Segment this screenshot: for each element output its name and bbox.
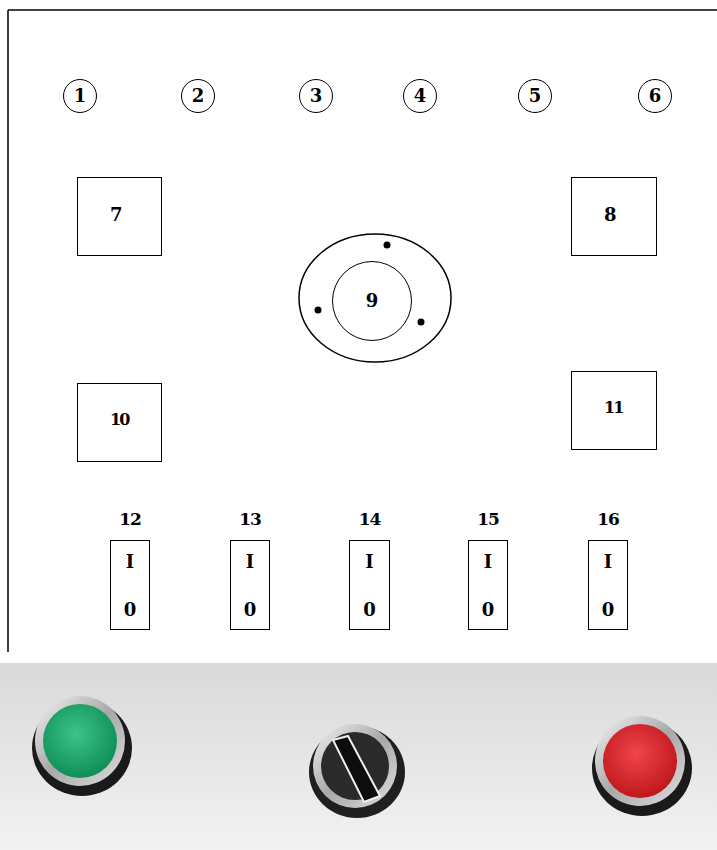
callout-number: 10 [110,412,128,428]
callout-circle: 3 [299,79,333,113]
panel-border [7,10,9,652]
callout-number: 3 [310,87,323,105]
red-button [603,724,677,798]
button-bezel [595,716,685,806]
switch-number: 14 [350,511,389,528]
on-mark: I [111,553,149,571]
off-mark: 0 [350,601,389,619]
selector-bezel [313,724,397,808]
switch-number: 16 [589,511,627,528]
toggle-switch: 12I0 [110,540,150,630]
switch-number: 15 [469,511,507,528]
callout-circle: 5 [518,79,552,113]
callout-number: 6 [649,87,662,105]
position-dot [418,319,425,326]
callout-number: 5 [529,87,542,105]
callout-circle: 1 [63,79,97,113]
position-dot [315,307,322,314]
position-dot [384,242,391,249]
callout-number: 2 [192,87,205,105]
callout-circle: 2 [181,79,215,113]
callout-number: 11 [604,400,622,416]
callout-circle: 4 [403,79,437,113]
toggle-switch: 13I0 [230,540,270,630]
indicator-box: 10 [77,383,162,462]
off-mark: 0 [111,601,149,619]
toggle-switch: 16I0 [588,540,628,630]
green-button [43,704,117,778]
toggle-switch: 14I0 [349,540,390,630]
off-mark: 0 [589,601,627,619]
toggle-switch: 15I0 [468,540,508,630]
photo-background [0,663,717,850]
off-mark: 0 [231,601,269,619]
panel-border [8,9,717,11]
button-bezel [35,696,125,786]
callout-number: 1 [74,87,87,105]
callout-number: 9 [366,292,379,310]
selector-lever [333,736,380,802]
off-mark: 0 [469,601,507,619]
selector-ring [299,234,451,362]
on-mark: I [350,553,389,571]
on-mark: I [231,553,269,571]
callout-circle: 6 [638,79,672,113]
on-mark: I [589,553,627,571]
callout-number: 8 [604,206,617,224]
on-mark: I [469,553,507,571]
callout-number: 7 [110,206,123,224]
indicator-box: 11 [571,371,657,450]
callout-number: 4 [414,87,427,105]
switch-number: 12 [111,511,149,528]
switch-number: 13 [231,511,269,528]
indicator-box: 7 [77,177,162,256]
selector-center: 9 [332,261,412,341]
indicator-box: 8 [571,177,657,256]
